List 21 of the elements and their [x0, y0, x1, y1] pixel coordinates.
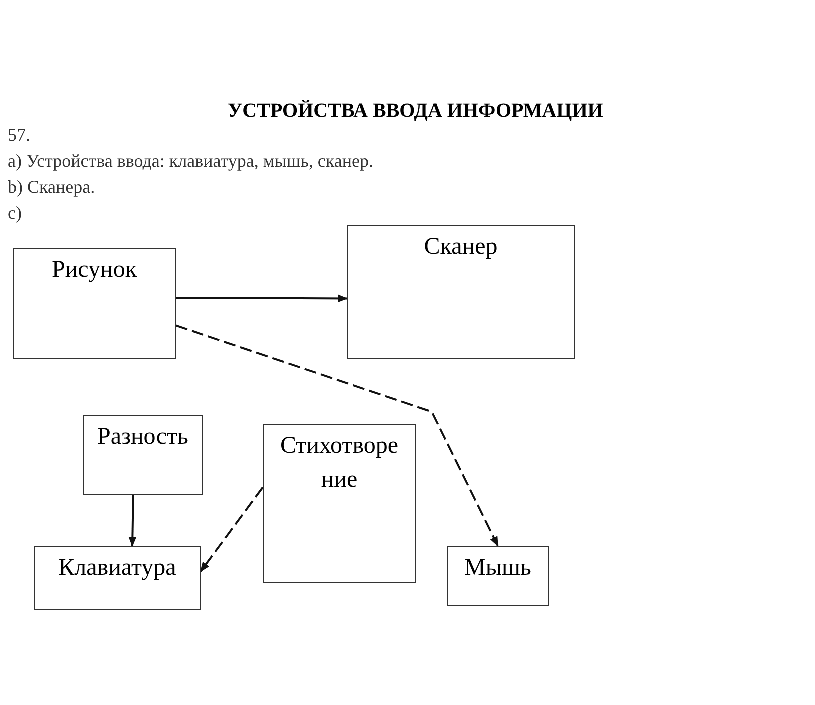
box-label: Мышь [464, 554, 532, 583]
process-box [347, 225, 575, 359]
arrow [176, 324, 499, 547]
process-box [447, 546, 549, 606]
arrow [128, 494, 137, 547]
box-label: Сканер [423, 233, 499, 262]
arrow [200, 487, 264, 572]
answer-text: c) [8, 202, 22, 225]
box-label: Разность [96, 423, 190, 452]
box-label: Стихотворение [279, 432, 400, 495]
box-label: Рисунок [50, 256, 138, 285]
title: УСТРОЙСТВА ВВОДА ИНФОРМАЦИИ [228, 99, 604, 124]
arrow [176, 294, 348, 303]
answer-text: b) Сканера. [8, 176, 96, 199]
box-label: Клавиатура [58, 554, 178, 583]
process-box [263, 424, 416, 583]
process-box [83, 415, 203, 495]
answer-text: а) Устройства ввода: клавиатура, мышь, сканер. [8, 150, 374, 173]
answer-text: 57. [8, 124, 30, 147]
process-box [13, 248, 176, 359]
process-box [34, 546, 201, 610]
